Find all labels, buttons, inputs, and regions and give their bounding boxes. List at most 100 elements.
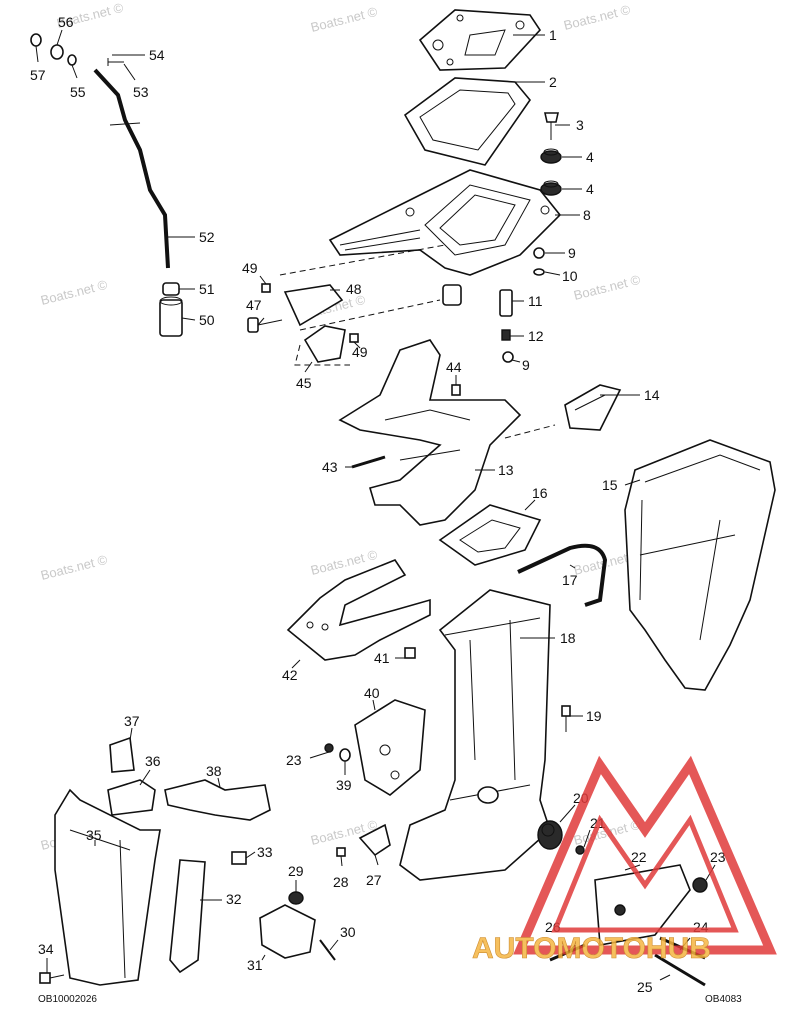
part-23-nut-right (692, 877, 708, 893)
callout-51: 51 (199, 281, 215, 297)
watermark: Boats.net © (39, 552, 109, 583)
callout-49-lower: 49 (352, 344, 368, 360)
callout-42: 42 (282, 667, 298, 683)
part-2-gasket (403, 77, 532, 166)
callout-19: 19 (586, 708, 602, 724)
callout-38: 38 (206, 763, 222, 779)
part-52-shift-rod (93, 68, 170, 269)
callout-29: 29 (288, 863, 304, 879)
leader-lines (35, 29, 716, 981)
callout-31: 31 (247, 957, 263, 973)
part-17-tube (517, 543, 608, 607)
automotohub-logo: AUTOMOTOHUB (472, 755, 777, 965)
part-25-bolt (654, 953, 706, 987)
callout-16: 16 (532, 485, 548, 501)
part-23-nut-left (324, 743, 334, 753)
callout-44: 44 (446, 359, 462, 375)
part-43-pin (351, 455, 386, 469)
part-4-mount-upper (540, 148, 562, 164)
callout-32: 32 (226, 891, 242, 907)
part-36-block (107, 779, 156, 816)
callout-57: 57 (30, 67, 46, 83)
callout-15: 15 (602, 477, 618, 493)
part-41-screw (404, 647, 416, 659)
part-4-mount-lower (540, 180, 562, 196)
part-28-screw (336, 847, 346, 857)
watermark: Boats.net © (562, 2, 632, 33)
part-12-screw (501, 329, 511, 341)
callout-35: 35 (86, 827, 102, 843)
callout-53: 53 (133, 84, 149, 100)
part-40-plate (354, 699, 426, 796)
callout-10: 10 (562, 268, 578, 284)
part-1-cover-plate (418, 9, 542, 71)
part-33-block (231, 851, 247, 865)
callout-43: 43 (322, 459, 338, 475)
part-21-nut (575, 845, 585, 855)
part-34-screw (39, 972, 65, 984)
part-35-cover (54, 788, 161, 986)
part-39-washer (339, 748, 351, 762)
part-45-bracket (294, 325, 350, 366)
watermark: Boats.net © (39, 277, 109, 308)
part-13-bracket (338, 339, 556, 526)
callout-3: 3 (576, 117, 584, 133)
callout-13: 13 (498, 462, 514, 478)
callout-39: 39 (336, 777, 352, 793)
callout-33: 33 (257, 844, 273, 860)
callout-14: 14 (644, 387, 660, 403)
part-49-screw-lower (349, 333, 359, 343)
callout-41: 41 (374, 650, 390, 666)
callout-56: 56 (58, 14, 74, 30)
part-16-gasket (438, 504, 542, 566)
part-15-shroud (624, 439, 776, 691)
part-18-exhaust-housing (399, 589, 551, 881)
callout-17: 17 (562, 572, 578, 588)
part-44-screw (451, 384, 461, 396)
watermark: Boats.net © (309, 4, 379, 35)
callout-2: 2 (549, 74, 557, 90)
part-50-bushing (159, 296, 183, 337)
callout-1: 1 (549, 27, 557, 43)
part-49-screw-upper (261, 283, 271, 293)
part-32-strip (169, 859, 206, 974)
part-53-clip (107, 58, 124, 66)
callout-47: 47 (246, 297, 262, 313)
callout-50: 50 (199, 312, 215, 328)
part-31-box (259, 904, 316, 959)
callout-45: 45 (296, 375, 312, 391)
part-19-screw (561, 705, 571, 732)
part-14-pad (564, 384, 622, 431)
part-3-screw (544, 112, 559, 140)
callout-8: 8 (583, 207, 591, 223)
part-56-nut (50, 44, 64, 60)
callout-30: 30 (340, 924, 356, 940)
part-37-clip (109, 736, 135, 773)
callout-36: 36 (145, 753, 161, 769)
callout-54: 54 (149, 47, 165, 63)
part-48-plate (283, 284, 344, 327)
callout-22: 22 (631, 849, 647, 865)
part-11-sleeve (499, 289, 513, 317)
part-29-nut (288, 891, 304, 905)
callout-27: 27 (366, 872, 382, 888)
callout-23-left: 23 (286, 752, 302, 768)
part-27-bracket (358, 823, 391, 857)
callout-55: 55 (70, 84, 86, 100)
part-20-grommet (537, 820, 563, 850)
part-42-plate (286, 559, 431, 661)
part-51-nut (162, 282, 180, 296)
callout-49-upper: 49 (242, 260, 258, 276)
callout-11: 11 (528, 293, 543, 309)
callout-48: 48 (346, 281, 362, 297)
part-9-nut-lower (502, 351, 514, 363)
callout-40: 40 (364, 685, 380, 701)
part-57-washer (30, 33, 42, 47)
watermark: Boats.net © (572, 272, 642, 303)
part-55-washer (67, 54, 77, 66)
callout-9-lower: 9 (522, 357, 530, 373)
callout-4-lower: 4 (586, 181, 594, 197)
logo-text: AUTOMOTOHUB (472, 932, 711, 965)
callout-52: 52 (199, 229, 215, 245)
